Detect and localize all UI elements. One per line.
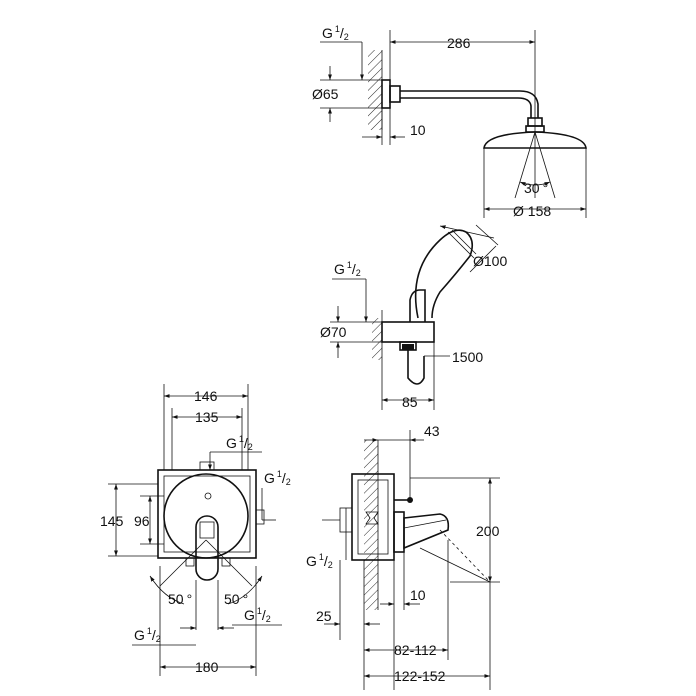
outlet-diameter-label: Ø70 [320, 324, 347, 340]
front-bottom-width-label: 180 [195, 659, 219, 675]
thread-prefix: G [322, 25, 333, 41]
projection-label: 85 [402, 394, 418, 410]
shower-hose [407, 350, 425, 385]
side-wall-offset-label: 10 [410, 587, 426, 603]
side-left-offset-label: 25 [316, 608, 332, 624]
overhead-wall-offset-label: 10 [410, 122, 426, 138]
shower-arm [400, 90, 539, 118]
side-wall-hatch [364, 440, 378, 610]
front-height-inner-label: 96 [134, 513, 150, 529]
hand-wall-hatch [372, 318, 382, 360]
front-width-inner-label: 135 [195, 409, 219, 425]
depth-range-2-label: 122-152 [394, 668, 446, 684]
hose-length-label: 1500 [452, 349, 483, 365]
spray-angle-label: 30° [524, 180, 548, 196]
arm-length-label: 286 [447, 35, 471, 51]
front-width-outer-label: 146 [194, 388, 218, 404]
thread-denominator: 2 [344, 32, 349, 42]
front-height-outer-label: 145 [100, 513, 124, 529]
side-top-offset-label: 43 [424, 423, 440, 439]
shower-holder [409, 289, 426, 322]
wall-outlet [381, 321, 435, 343]
hand-shower [414, 229, 474, 319]
angle-left-label: 50° [168, 591, 192, 607]
mixer-body-box [157, 469, 257, 559]
side-cover-plate [393, 511, 405, 553]
hand-head-diameter-label: Ø100 [473, 253, 507, 269]
wall-flange [381, 79, 391, 109]
mixer-lever [195, 515, 219, 581]
head-diameter-label: Ø 158 [513, 203, 551, 219]
thread-numerator: 1 [335, 24, 340, 34]
angle-right-label: 50° [224, 591, 248, 607]
side-height-label: 200 [476, 523, 500, 539]
flange-diameter-label: Ø65 [312, 86, 339, 102]
shower-head [483, 131, 587, 149]
mixer-cover-plate [163, 473, 249, 559]
side-lever [403, 513, 450, 550]
wall-hatch [368, 50, 382, 130]
depth-range-1-label: 82-112 [394, 642, 437, 658]
